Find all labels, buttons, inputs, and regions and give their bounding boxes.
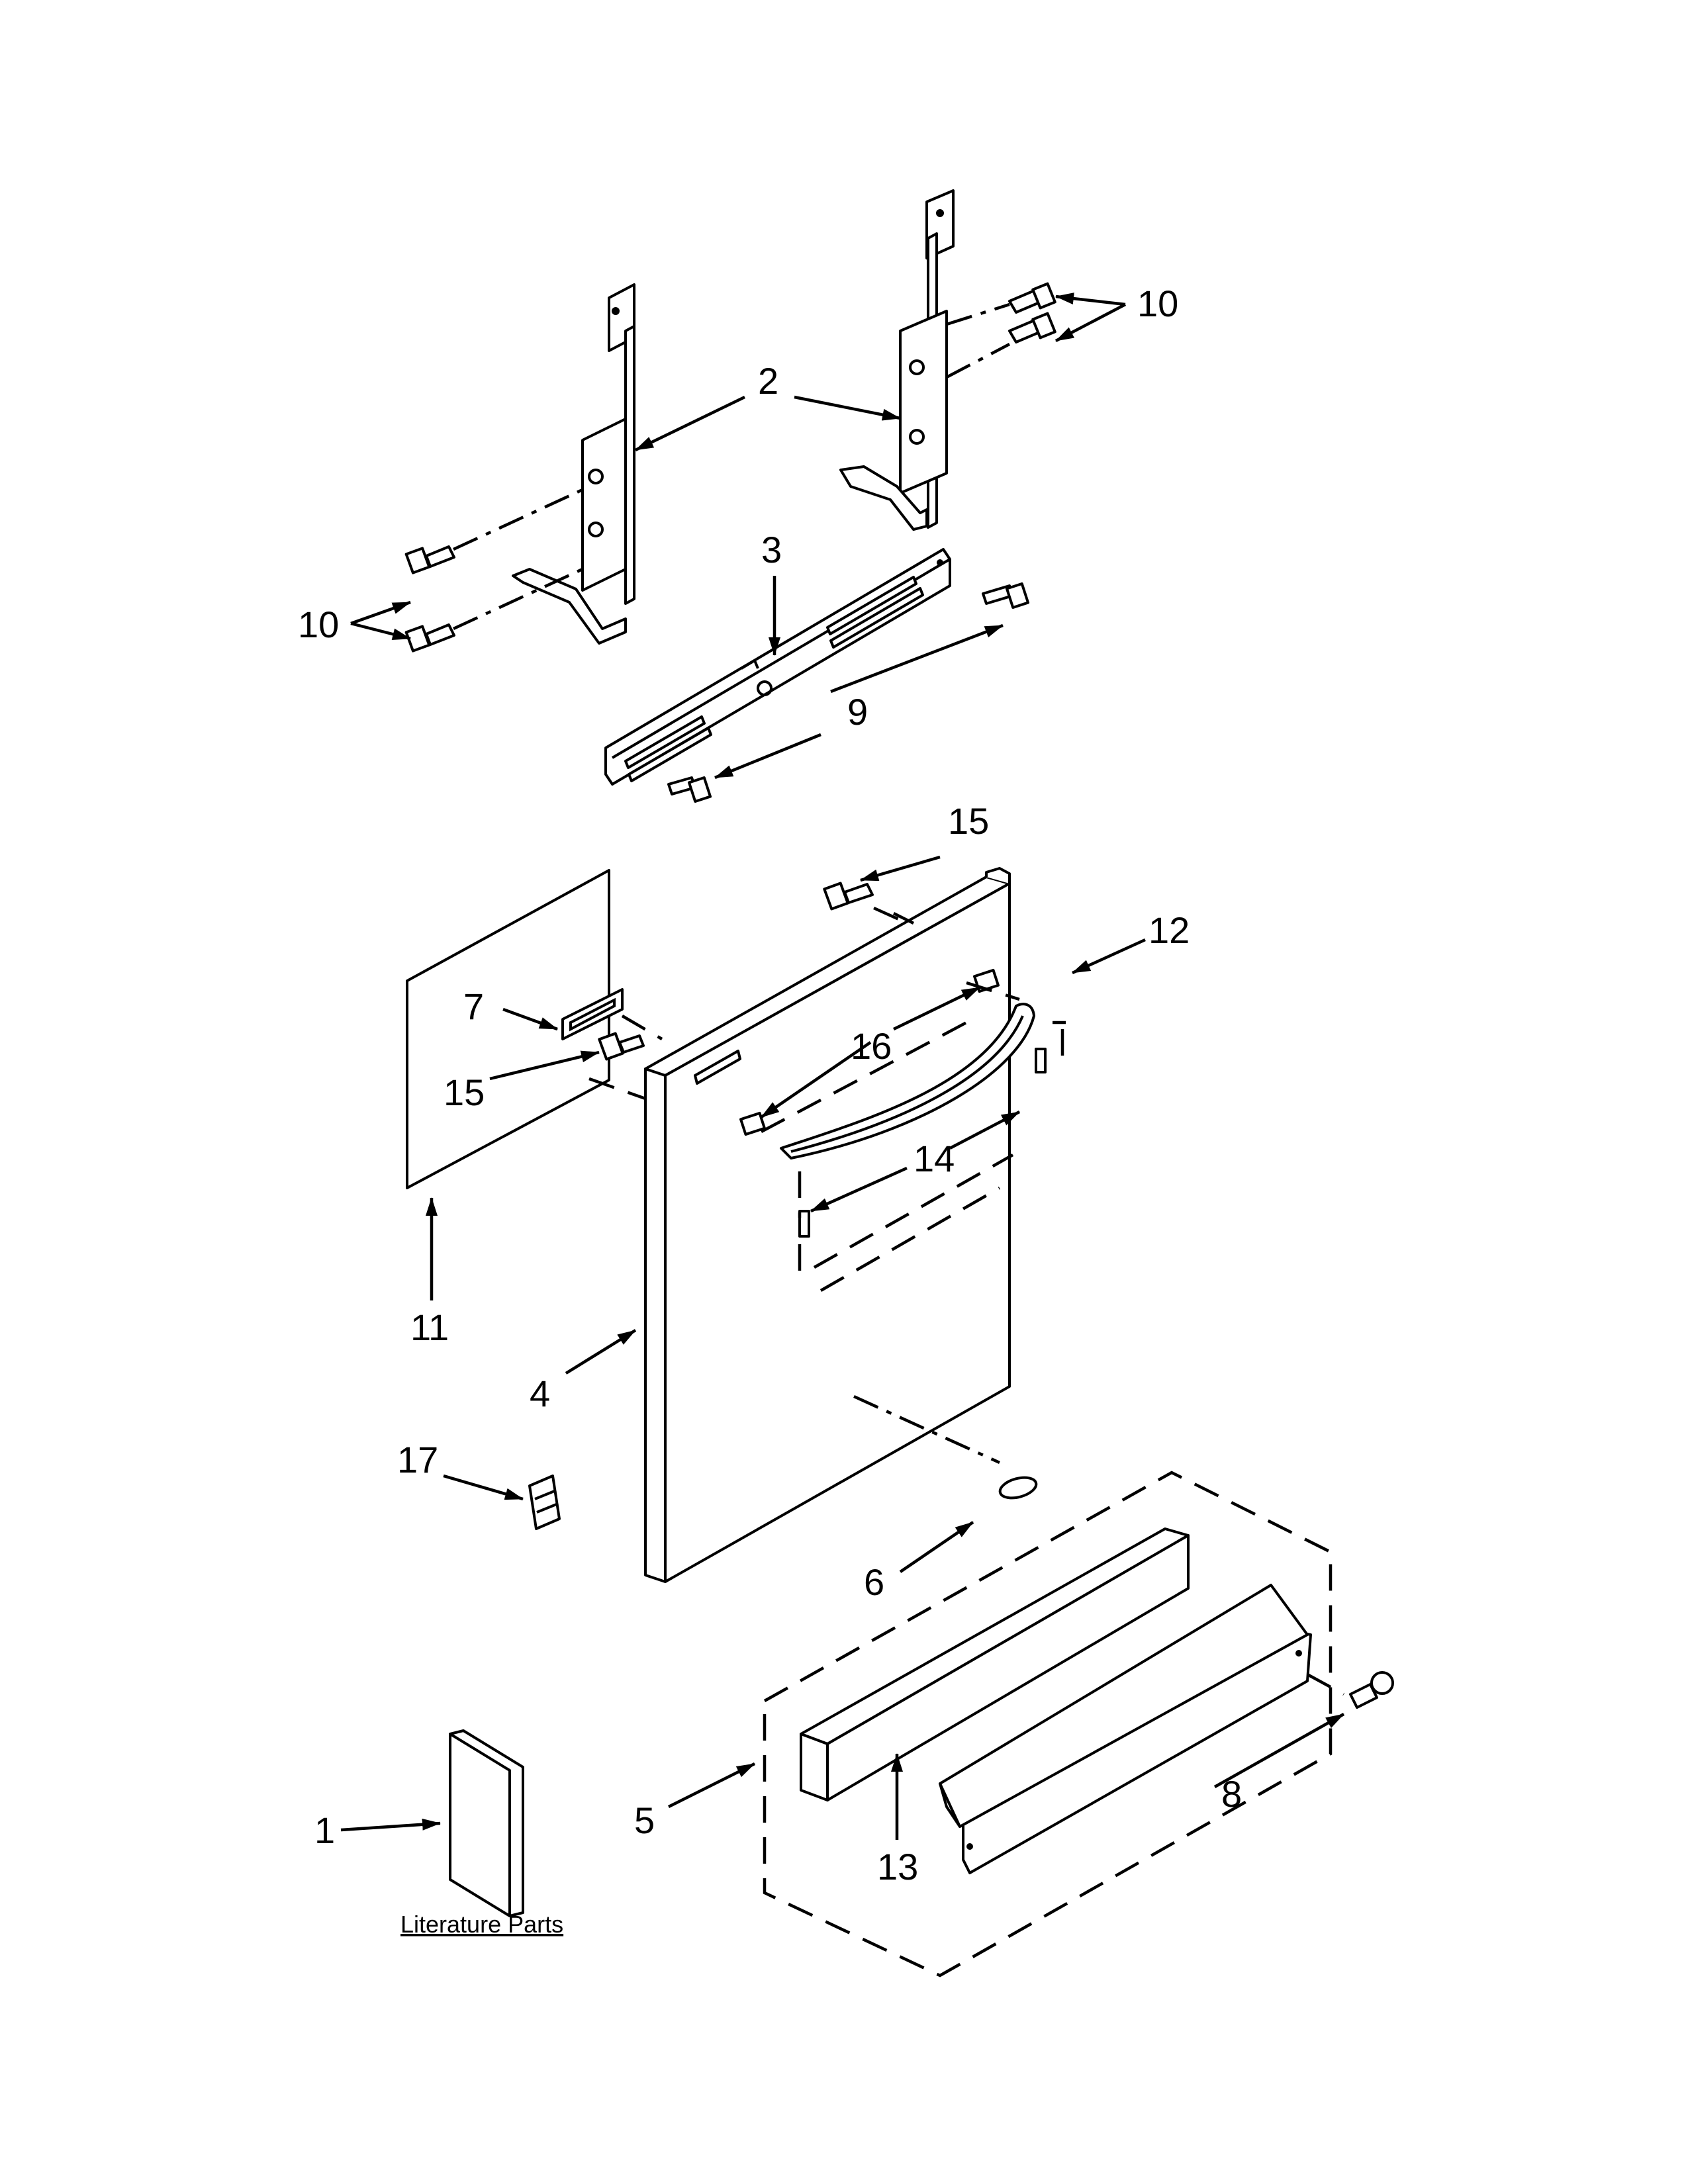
toe-panel — [939, 1584, 1312, 1874]
callout-4: 4 — [530, 1373, 550, 1414]
door-clip — [561, 988, 624, 1040]
callout-5: 5 — [634, 1799, 655, 1841]
right-mounting-bracket — [839, 189, 955, 531]
handle-screw-16-b — [739, 1111, 766, 1136]
rail-screw-right — [982, 582, 1030, 609]
callout-8: 8 — [1221, 1773, 1242, 1815]
callout-6: 6 — [864, 1561, 884, 1603]
insulation-strip — [800, 1527, 1190, 1801]
callout-7: 7 — [463, 985, 484, 1027]
callout-15-top: 15 — [948, 800, 989, 842]
callout-15-left: 15 — [444, 1071, 485, 1113]
door-handle — [780, 1003, 1035, 1160]
left-mounting-bracket — [512, 283, 635, 645]
callout-14: 14 — [914, 1138, 955, 1179]
door-bumper — [528, 1475, 561, 1530]
handle-stud-14-b — [798, 1210, 810, 1238]
callout-2: 2 — [758, 360, 778, 402]
callout-9: 9 — [847, 691, 868, 733]
panel-insert — [406, 869, 610, 1189]
panel-screw-15-top — [823, 882, 874, 911]
callout-11: 11 — [410, 1306, 449, 1348]
screw-10-upper-b — [1008, 312, 1056, 343]
screw-10-upper-a — [1008, 282, 1056, 314]
screw-10-lower-a — [404, 545, 455, 574]
literature-booklet — [449, 1729, 524, 1917]
callout-12: 12 — [1149, 909, 1190, 951]
callout-1: 1 — [314, 1809, 335, 1851]
callout-10-upper: 10 — [1137, 283, 1178, 324]
callout-10-lower: 10 — [298, 604, 339, 645]
door-panel — [644, 867, 1011, 1583]
callout-17: 17 — [397, 1439, 438, 1480]
mounting-rail — [604, 548, 951, 786]
callout-13: 13 — [877, 1846, 918, 1888]
callout-16: 16 — [851, 1025, 892, 1067]
screw-10-lower-b — [404, 623, 455, 653]
panel-screw-15-left — [598, 1032, 645, 1061]
toe-panel-screw — [1349, 1671, 1394, 1709]
literature-parts-caption: Literature Parts — [400, 1911, 563, 1938]
callout-3: 3 — [761, 529, 782, 570]
rail-screw-left — [667, 776, 712, 803]
handle-stud-14-a — [1035, 1048, 1047, 1073]
access-plug — [998, 1476, 1038, 1500]
